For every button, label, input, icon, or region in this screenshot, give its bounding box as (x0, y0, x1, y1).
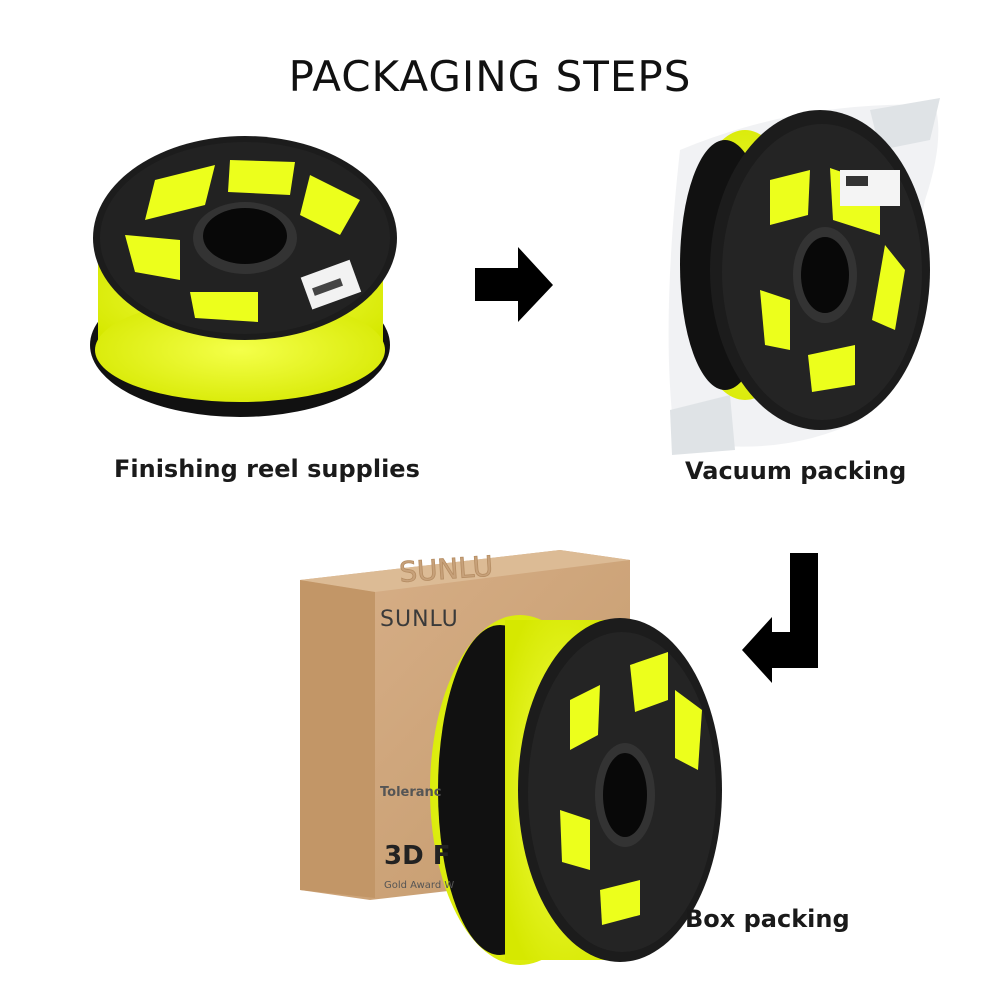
step3-caption: Box packing (685, 905, 850, 933)
vacuum-packed-spool-image (668, 98, 940, 455)
box-tolerance-text: Toleranc (380, 785, 442, 800)
box-packing-image (300, 550, 722, 965)
box-3d-text: 3D F (384, 841, 451, 871)
step2-caption: Vacuum packing (685, 457, 907, 485)
arrow-down-left-icon (742, 553, 818, 683)
page-title: PACKAGING STEPS (288, 52, 692, 101)
box-brand: SUNLU (380, 607, 459, 632)
step1-caption: Finishing reel supplies (114, 455, 420, 483)
spool-reel-image (90, 136, 397, 417)
box-brand-top: SUNLU (398, 550, 494, 589)
arrow-right-icon (475, 247, 553, 322)
box-award-text: Gold Award W (384, 880, 454, 891)
